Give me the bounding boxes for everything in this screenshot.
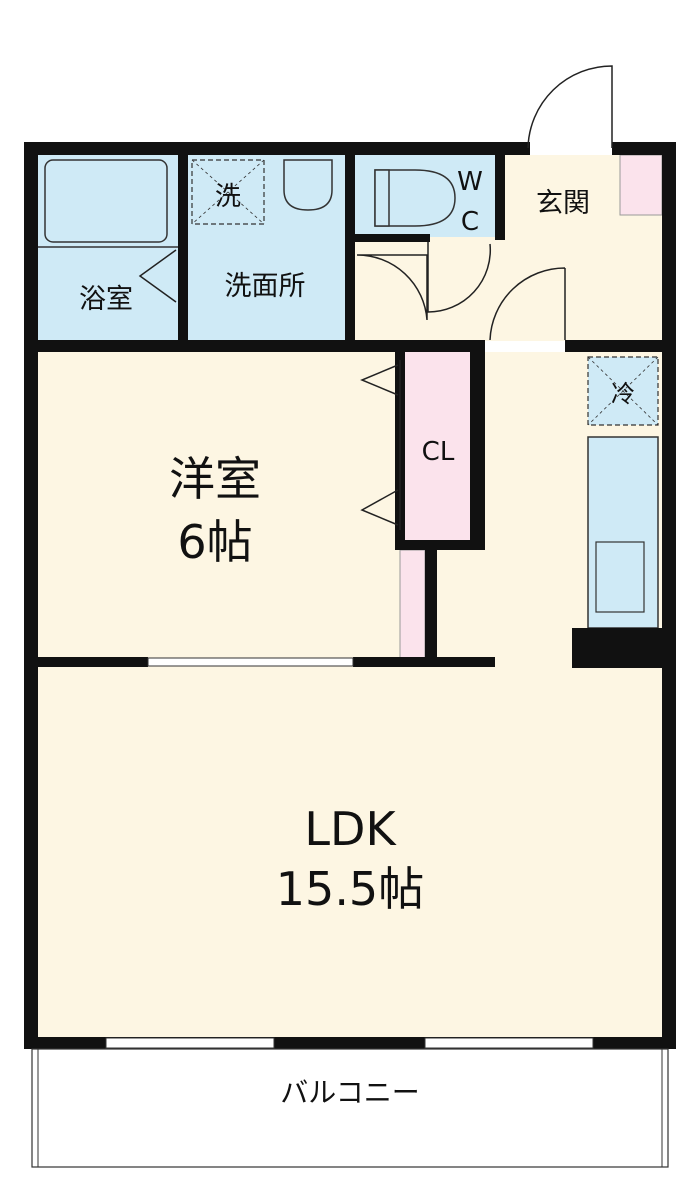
washroom-label: 洗面所: [225, 271, 306, 302]
wc-label-c: C: [461, 207, 479, 237]
hall-door[interactable]: [489, 267, 566, 341]
ldk-size: 15.5帖: [276, 862, 424, 916]
entrance-label: 玄関: [536, 188, 590, 219]
shoe-cabinet: [619, 154, 663, 216]
walls: [24, 142, 676, 1049]
closet-label: CL: [422, 437, 455, 467]
closet-door: [360, 364, 399, 526]
window: [105, 1037, 275, 1049]
wc-door[interactable]: [427, 242, 492, 313]
hall-floor: [355, 237, 662, 341]
washroom-door[interactable]: [356, 254, 428, 321]
ldk-name: LDK: [304, 802, 397, 856]
wc-label-w: W: [457, 167, 483, 197]
window: [147, 657, 354, 667]
toilet-icon: [374, 169, 456, 227]
sink-icon: [283, 159, 333, 211]
ldk-floor: [38, 352, 662, 1038]
window: [424, 1037, 594, 1049]
bath-label: 浴室: [79, 284, 133, 315]
entrance-door[interactable]: [527, 65, 613, 149]
fridge-label: 冷: [611, 380, 635, 408]
western-room-size: 6帖: [177, 515, 252, 569]
washer-space: [191, 159, 265, 225]
bath-door: [138, 249, 177, 303]
balcony-label: バルコニー: [280, 1076, 419, 1109]
storage-strip: [399, 549, 426, 661]
bathtub: [44, 159, 168, 243]
closet-floor: [405, 352, 470, 540]
washer-label: 洗: [215, 182, 241, 212]
balcony: [31, 1048, 669, 1168]
western-room-name: 洋室: [169, 452, 261, 506]
